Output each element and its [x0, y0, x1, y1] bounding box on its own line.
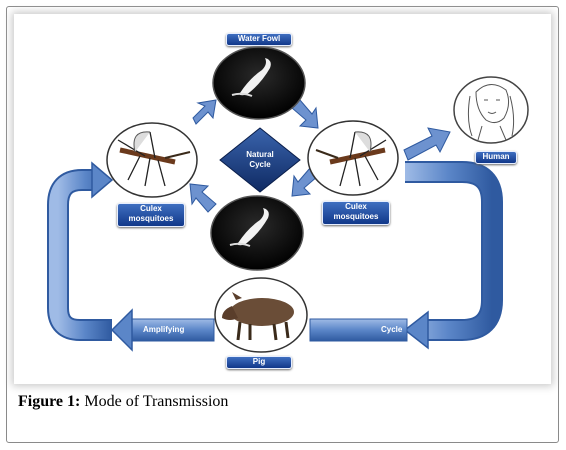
- egret-top-icon: [240, 58, 271, 96]
- cycle-band: [309, 318, 408, 342]
- mosquito-right-icon: [315, 131, 387, 187]
- arrow-fowl-to-right-mosq: [291, 99, 319, 129]
- natural-cycle-diamond: [219, 127, 301, 193]
- label-pig: Pig: [226, 356, 292, 369]
- egret-bottom-icon: [238, 208, 269, 246]
- arrow-left-mosq-to-fowl: [192, 99, 217, 125]
- mosquito-right-circle: [307, 120, 399, 196]
- outer-loop-arrow: [403, 161, 503, 350]
- caption-figure-number: Figure 1:: [18, 393, 81, 410]
- left-loop-arrow: [47, 161, 114, 341]
- label-culex-right: Culex mosquitoes: [322, 201, 390, 225]
- arrow-lower-fowl-to-left-mosq: [189, 183, 217, 213]
- water-fowl-top-circle: [212, 46, 306, 120]
- label-water-fowl: Water Fowl: [226, 33, 292, 46]
- pig-icon: [222, 292, 294, 341]
- arrow-right-mosq-to-lower-fowl: [291, 167, 319, 197]
- human-sketch-icon: [467, 84, 515, 141]
- natural-cycle-label: Natural Cycle: [246, 150, 274, 169]
- mosquito-left-icon: [117, 131, 191, 187]
- pig-circle: [214, 277, 308, 353]
- amplifying-arrow: [110, 308, 215, 352]
- amplifying-label: Amplifying: [143, 325, 185, 334]
- arrow-right-mosq-to-human: [403, 127, 451, 161]
- mosquito-left-circle: [106, 122, 198, 198]
- human-circle: [453, 76, 529, 144]
- figure-caption: Figure 1: Mode of Transmission: [18, 393, 228, 411]
- caption-text: Mode of Transmission: [84, 393, 229, 410]
- label-culex-left: Culex mosquitoes: [117, 203, 185, 227]
- water-fowl-bottom-circle: [210, 195, 304, 271]
- cycle-label: Cycle: [381, 325, 403, 334]
- label-human: Human: [475, 151, 517, 164]
